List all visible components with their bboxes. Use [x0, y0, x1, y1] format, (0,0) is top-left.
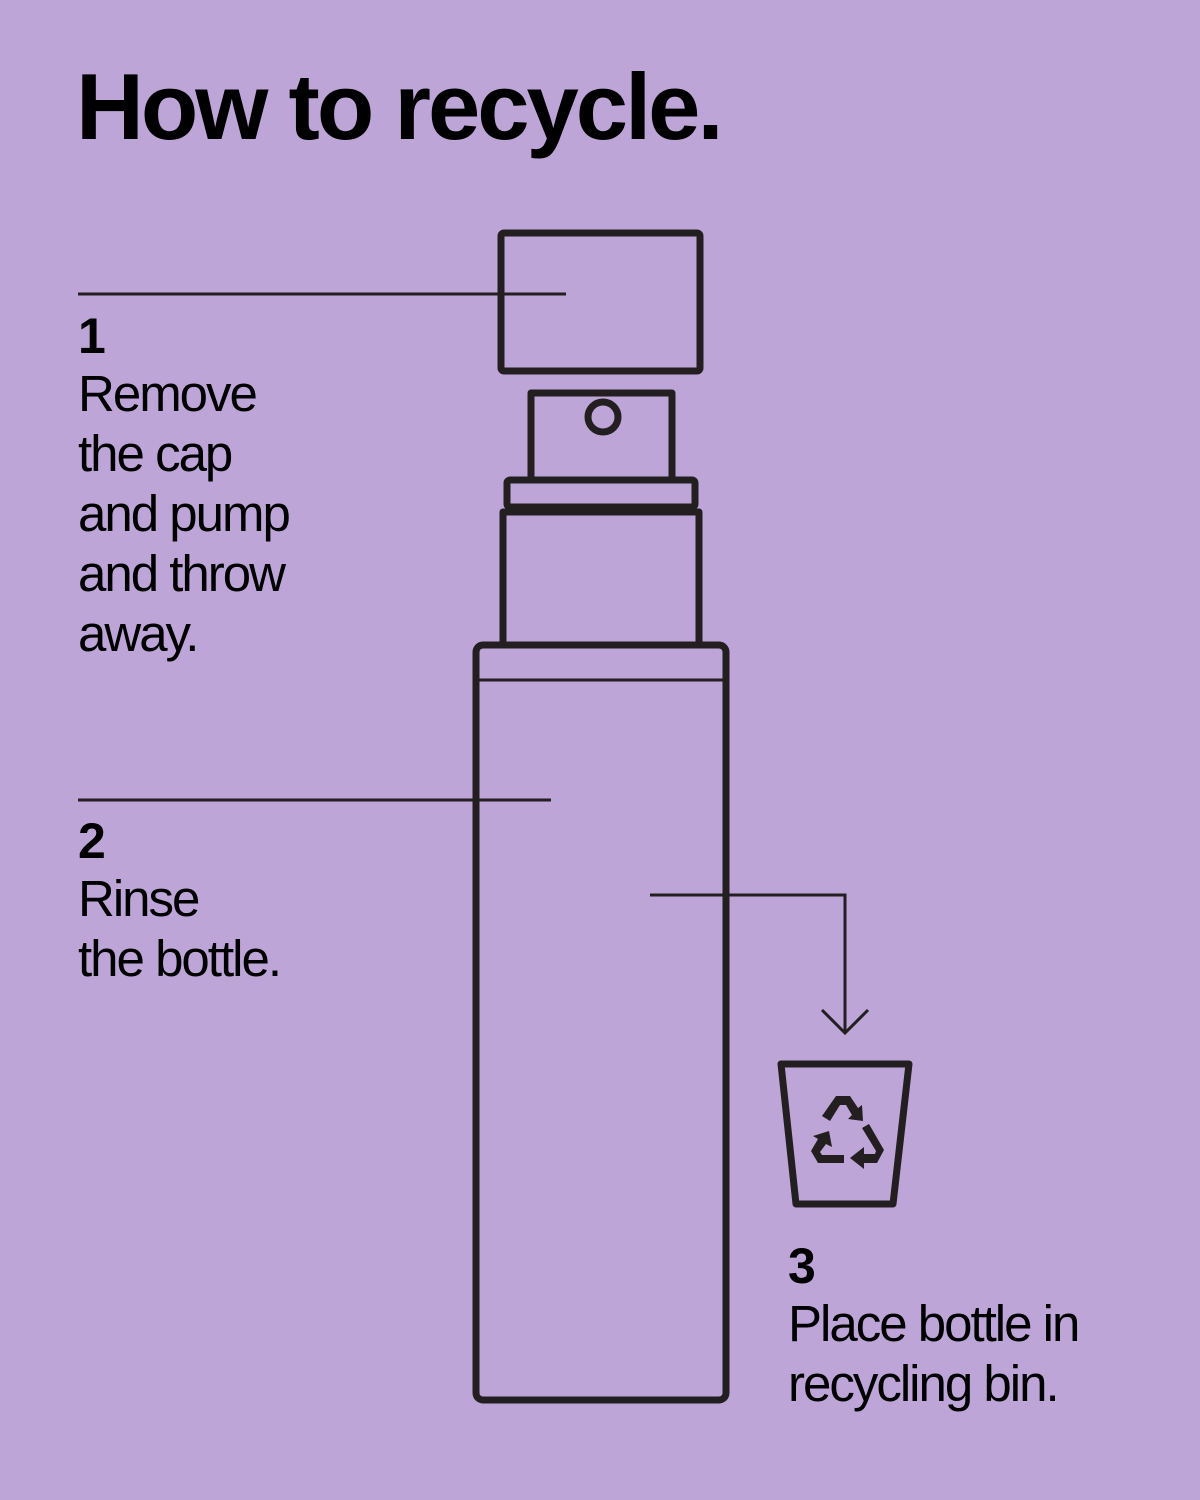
recycle-symbol-icon — [811, 1096, 884, 1169]
collar-outline — [503, 476, 699, 511]
step-1-number: 1 — [78, 308, 106, 364]
step-1-text: Remove the cap and pump and throw away. — [78, 365, 291, 662]
step-2-number: 2 — [78, 813, 106, 869]
pump-head-outline — [527, 389, 676, 480]
page-title: How to recycle. — [76, 54, 724, 159]
arrow-to-bin — [650, 893, 870, 1036]
step-2: 2 Rinse the bottle. — [78, 813, 418, 989]
cap-outline — [497, 229, 704, 375]
spray-bottle-icon — [472, 229, 730, 1404]
recycling-bin-icon — [777, 1060, 913, 1208]
step-1: 1 Remove the cap and pump and throw away… — [78, 308, 418, 664]
neck-outline — [499, 508, 703, 643]
bottle-body-outline — [472, 641, 730, 1404]
nozzle-circle — [584, 398, 622, 436]
step-3: 3 Place bottle in recycling bin. — [788, 1238, 1188, 1414]
step-3-text: Place bottle in recycling bin. — [788, 1295, 1080, 1412]
step-3-number: 3 — [788, 1238, 816, 1294]
step-2-text: Rinse the bottle. — [78, 870, 282, 987]
